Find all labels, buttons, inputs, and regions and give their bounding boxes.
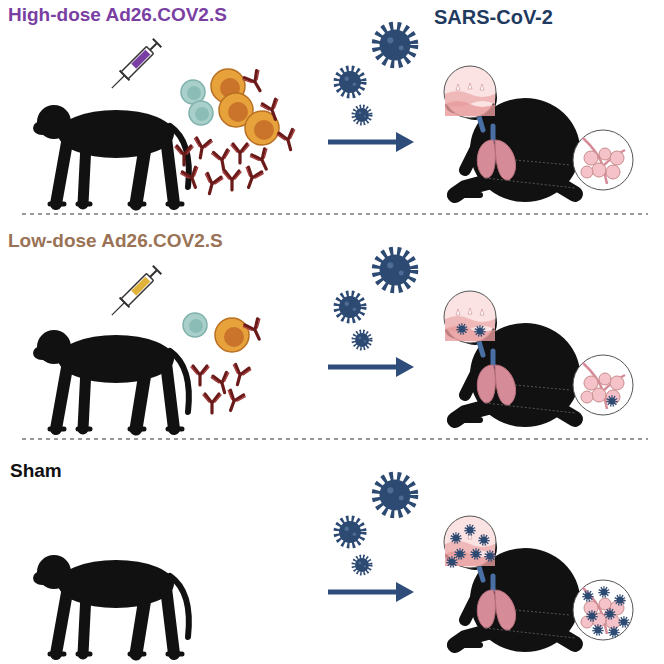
virus-label: SARS-CoV-2 bbox=[434, 6, 553, 29]
group-heading: High-dose Ad26.COV2.S bbox=[8, 4, 227, 26]
group-heading: Low-dose Ad26.COV2.S bbox=[8, 230, 223, 252]
group-heading: Sham bbox=[10, 460, 62, 482]
